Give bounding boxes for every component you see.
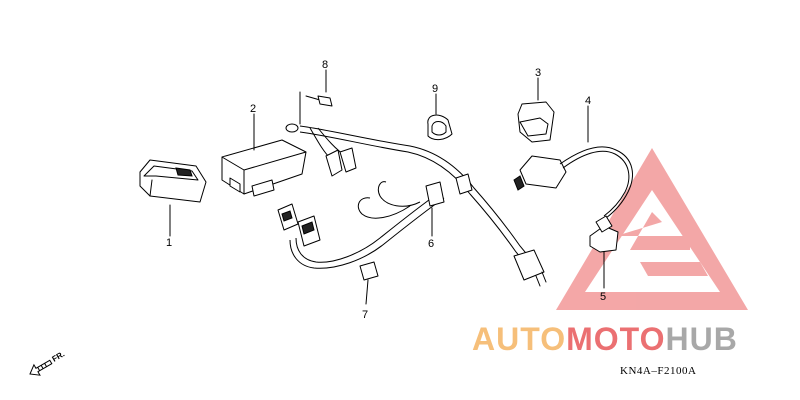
part-8-bolt xyxy=(299,69,333,125)
part-9-clamp xyxy=(427,93,453,141)
diagram-code: KN4A–F2100A xyxy=(620,365,696,377)
watermark-text-hub: HUB xyxy=(665,321,737,357)
callout-2: 2 xyxy=(250,103,256,115)
callout-9: 9 xyxy=(432,83,438,95)
callout-8: 8 xyxy=(322,59,328,71)
part-1-connector-box xyxy=(139,159,207,237)
callout-7: 7 xyxy=(362,309,368,321)
front-direction-indicator: FR. xyxy=(29,349,67,376)
watermark-text-auto: AUTO xyxy=(472,321,566,357)
callout-1: 1 xyxy=(166,237,172,249)
part-2-cdi-unit xyxy=(221,113,307,197)
callout-3: 3 xyxy=(535,67,541,79)
callout-6: 6 xyxy=(428,238,434,250)
part-7-clip xyxy=(359,261,379,305)
front-label: FR. xyxy=(51,349,67,363)
front-arrow-icon xyxy=(29,359,53,376)
watermark-logo xyxy=(556,148,748,310)
part-6-wire-harness xyxy=(277,123,547,287)
callout-4: 4 xyxy=(585,95,591,107)
callout-5: 5 xyxy=(600,291,606,303)
part-5-sensor xyxy=(589,215,619,289)
watermark-text: AUTOMOTOHUB xyxy=(472,321,738,357)
part-4-relay xyxy=(513,105,633,219)
part-3-rubber-mount xyxy=(517,77,555,143)
watermark-text-moto: MOTO xyxy=(566,321,665,357)
